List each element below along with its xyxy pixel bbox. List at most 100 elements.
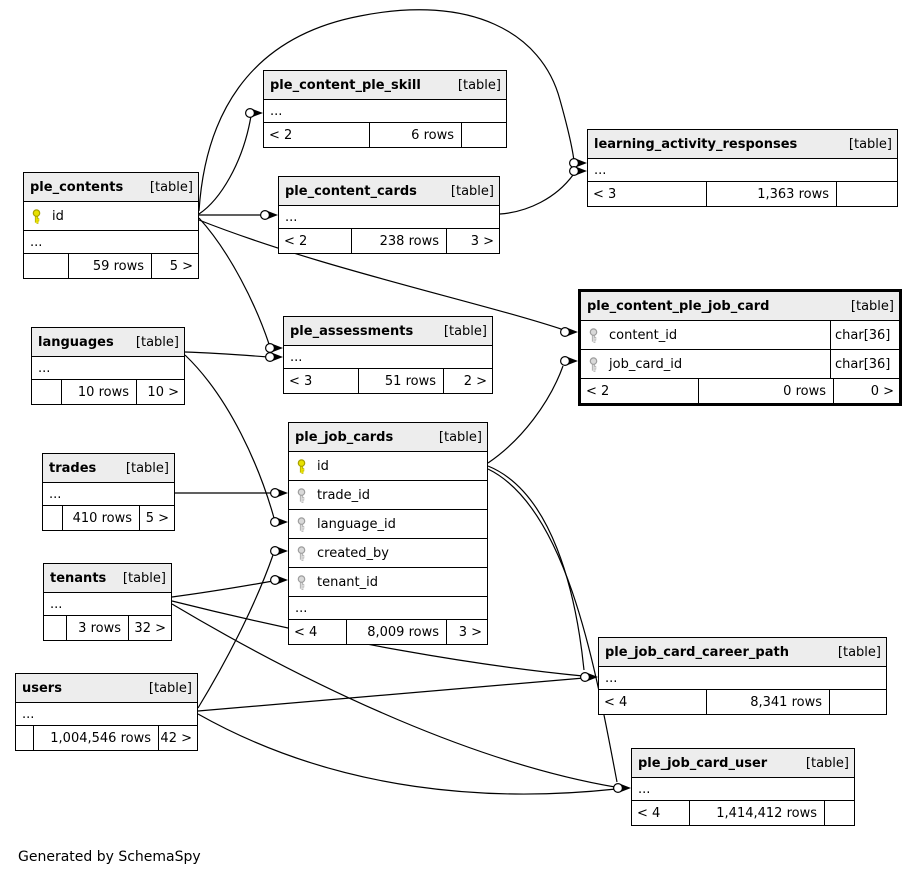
footer-parents-count xyxy=(32,380,61,404)
footer-children-count: 10 > xyxy=(136,380,184,404)
table-footer: < 3 1,363 rows xyxy=(588,181,897,206)
table-node-tenants[interactable]: tenants [table]... 3 rows 32 > xyxy=(43,563,172,641)
footer-row-count: 59 rows xyxy=(68,254,151,278)
table-name: ple_job_card_user xyxy=(638,755,768,771)
table-node-ple_contents[interactable]: ple_contents [table] id... 59 rows 5 > xyxy=(23,172,199,279)
table-header[interactable]: ple_job_cards [table] xyxy=(289,423,487,451)
table-type-label: [table] xyxy=(122,570,166,586)
table-header[interactable]: ple_job_card_user [table] xyxy=(632,749,854,777)
table-header[interactable]: ple_content_ple_skill [table] xyxy=(264,71,506,99)
table-header[interactable]: tenants [table] xyxy=(44,564,171,592)
footer-row-count: 8,009 rows xyxy=(346,620,446,644)
column-row-id[interactable]: id xyxy=(289,451,487,480)
table-header[interactable]: ple_assessments [table] xyxy=(284,317,492,345)
cardinality-circle-icon xyxy=(559,327,570,338)
column-name: language_id xyxy=(317,516,396,532)
ellipsis-row: ... xyxy=(16,702,197,725)
table-footer: 1,004,546 rows 42 > xyxy=(16,725,197,750)
table-node-users[interactable]: users [table]... 1,004,546 rows 42 > xyxy=(15,673,198,751)
table-name: languages xyxy=(38,334,114,350)
table-node-trades[interactable]: trades [table]... 410 rows 5 > xyxy=(42,453,175,531)
column-row-content_id[interactable]: content_id char[36] xyxy=(581,320,899,349)
footer-parents-count: < 2 xyxy=(269,127,293,143)
arrowhead-icon xyxy=(567,356,578,366)
table-node-ple_job_card_user[interactable]: ple_job_card_user [table]...< 4 1,414,41… xyxy=(631,748,855,826)
table-name: learning_activity_responses xyxy=(594,136,798,152)
table-type-label: [table] xyxy=(805,755,849,771)
table-header[interactable]: ple_content_cards [table] xyxy=(279,177,499,205)
relationship-edge-ple_job_cards-to-ple_job_card_user xyxy=(487,468,618,783)
ellipsis-row: ... xyxy=(43,482,174,505)
arrowhead-icon xyxy=(576,166,587,176)
arrowhead-icon xyxy=(576,158,587,168)
footer-parents-count: < 4 xyxy=(294,624,318,640)
table-node-ple_job_card_career_path[interactable]: ple_job_card_career_path [table]...< 4 8… xyxy=(598,637,887,715)
table-node-ple_content_cards[interactable]: ple_content_cards [table]...< 2 238 rows… xyxy=(278,176,500,254)
footer-children-count: 5 > xyxy=(151,254,198,278)
relationship-edge-languages-to-ple_job_cards xyxy=(184,354,275,519)
table-header[interactable]: ple_content_ple_job_card [table] xyxy=(581,292,899,320)
footer-parents-count: < 2 xyxy=(284,233,308,249)
column-row-language_id[interactable]: language_id xyxy=(289,509,487,538)
table-type-label: [table] xyxy=(438,429,482,445)
table-name: ple_assessments xyxy=(290,323,414,339)
table-header[interactable]: ple_job_card_career_path [table] xyxy=(599,638,886,666)
cardinality-circle-icon xyxy=(579,671,590,682)
table-name: ple_job_card_career_path xyxy=(605,644,789,660)
table-type-label: [table] xyxy=(135,334,179,350)
footer-children-count xyxy=(461,123,506,147)
arrowhead-icon xyxy=(587,672,598,682)
foreign-key-icon xyxy=(297,516,306,532)
column-row-created_by[interactable]: created_by xyxy=(289,538,487,567)
relationship-edge-ple_contents-to-ple_content_ple_skill xyxy=(198,115,252,215)
table-header[interactable]: ple_contents [table] xyxy=(24,173,198,201)
footer-row-count: 0 rows xyxy=(698,379,833,403)
table-header[interactable]: learning_activity_responses [table] xyxy=(588,130,897,158)
foreign-key-icon xyxy=(589,356,598,372)
column-row-trade_id[interactable]: trade_id xyxy=(289,480,487,509)
table-header[interactable]: users [table] xyxy=(16,674,197,702)
column-name: trade_id xyxy=(317,487,371,503)
table-name: ple_contents xyxy=(30,179,124,195)
arrowhead-icon xyxy=(277,517,288,527)
row-spacer xyxy=(677,321,830,349)
table-header[interactable]: trades [table] xyxy=(43,454,174,482)
arrowhead-icon xyxy=(620,783,631,793)
cardinality-circle-icon xyxy=(245,107,256,118)
column-row-tenant_id[interactable]: tenant_id xyxy=(289,567,487,596)
column-row-id[interactable]: id xyxy=(24,201,198,230)
row-spacer xyxy=(682,350,830,378)
table-name: users xyxy=(22,680,62,696)
table-header[interactable]: languages [table] xyxy=(32,328,184,356)
relationship-edge-ple_job_cards-to-ple_content_ple_job_card xyxy=(487,365,564,464)
relationship-edge-tenants-to-ple_job_cards xyxy=(171,580,274,598)
footer-row-count: 238 rows xyxy=(351,229,446,253)
table-node-ple_content_ple_job_card[interactable]: ple_content_ple_job_card [table] content… xyxy=(578,289,902,406)
cardinality-circle-icon xyxy=(270,488,281,499)
column-name: id xyxy=(52,208,64,224)
cardinality-circle-icon xyxy=(612,782,623,793)
relationship-edge-tenants-to-ple_job_card_user xyxy=(171,603,616,788)
table-type-label: [table] xyxy=(148,680,192,696)
relationship-edge-ple_contents-to-ple_assessments xyxy=(198,217,270,345)
column-name: id xyxy=(317,458,329,474)
relationship-edge-users-to-ple_job_card_user xyxy=(197,713,617,795)
footer-parents-count xyxy=(43,506,62,530)
footer-parents-count: < 4 xyxy=(637,805,661,821)
footer-children-count: 32 > xyxy=(128,616,171,640)
arrowhead-icon xyxy=(277,488,288,498)
table-node-ple_job_cards[interactable]: ple_job_cards [table] id trade_id langua… xyxy=(288,422,488,645)
table-name: ple_content_ple_job_card xyxy=(587,298,770,314)
table-node-languages[interactable]: languages [table]... 10 rows 10 > xyxy=(31,327,185,405)
table-footer: < 2 238 rows 3 > xyxy=(279,228,499,253)
footer-children-count: 5 > xyxy=(139,506,174,530)
table-node-ple_content_ple_skill[interactable]: ple_content_ple_skill [table]...< 2 6 ro… xyxy=(263,70,507,148)
footer-children-count: 3 > xyxy=(446,620,487,644)
table-node-ple_assessments[interactable]: ple_assessments [table]...< 3 51 rows 2 … xyxy=(283,316,493,394)
table-node-learning_activity_responses[interactable]: learning_activity_responses [table]...< … xyxy=(587,129,898,207)
column-row-job_card_id[interactable]: job_card_id char[36] xyxy=(581,349,899,378)
table-footer: 3 rows 32 > xyxy=(44,615,171,640)
primary-key-icon xyxy=(297,458,306,474)
cardinality-circle-icon xyxy=(270,574,281,585)
